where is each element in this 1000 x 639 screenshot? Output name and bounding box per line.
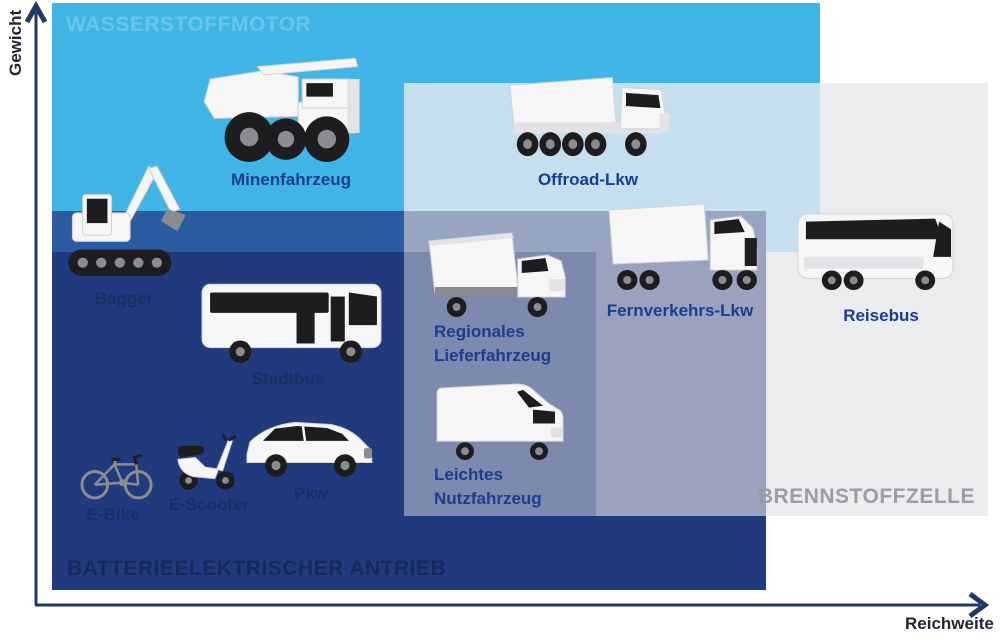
offroad-truck-label: Offroad-Lkw — [537, 170, 639, 189]
mining-truck-label: Minenfahrzeug — [231, 170, 351, 189]
excavator-image — [68, 165, 186, 276]
box-truck-label-line1: Regionales — [434, 322, 525, 341]
van-label-line1: Leichtes — [434, 465, 503, 484]
coach-bus-image — [797, 213, 954, 291]
van-label: Leichtes Nutzfahrzeug — [434, 463, 542, 511]
box-truck-label-line2: Lieferfahrzeug — [434, 346, 552, 365]
car-image — [246, 421, 373, 477]
bicycle-label: E-Bike — [86, 505, 140, 524]
region-battery-fuelcell-overlap-right — [596, 252, 766, 516]
x-axis-arrow-icon — [968, 591, 990, 619]
region-hydrogen-fill-top — [52, 3, 820, 83]
city-bus-label: Stadtbus — [251, 369, 325, 388]
region-fuelcell-fill-right — [766, 252, 988, 516]
y-axis-label: Gewicht — [6, 9, 25, 76]
car-label: Pkw — [293, 484, 329, 503]
mining-truck-image — [203, 57, 360, 162]
van-image — [436, 383, 564, 461]
region-battery-fill-bottom — [404, 516, 766, 590]
bicycle-image — [80, 453, 153, 500]
city-bus-image — [201, 283, 382, 363]
excavator-label: Bagger — [94, 289, 154, 308]
offroad-truck-image — [509, 77, 670, 157]
region-title-brennstoffzelle: BRENNSTOFFZELLE — [757, 485, 975, 508]
y-axis-arrow-icon — [24, 0, 48, 24]
semi-truck-image — [608, 203, 758, 290]
x-axis-label: Reichweite — [905, 614, 994, 633]
semi-truck-label: Fernverkehrs-Lkw — [606, 301, 754, 320]
region-title-batterieelektrisch: BATTERIEELEKTRISCHER ANTRIEB — [67, 557, 447, 580]
scooter-label: E-Scooter — [168, 495, 250, 514]
box-truck-image — [428, 232, 566, 317]
box-truck-label: Regionales Lieferfahrzeug — [434, 320, 551, 368]
scooter-image — [177, 433, 237, 490]
van-label-line2: Nutzfahrzeug — [434, 489, 542, 508]
region-title-wasserstoffmotor: WASSERSTOFFMOTOR — [66, 13, 312, 36]
coach-bus-label: Reisebus — [843, 306, 919, 325]
